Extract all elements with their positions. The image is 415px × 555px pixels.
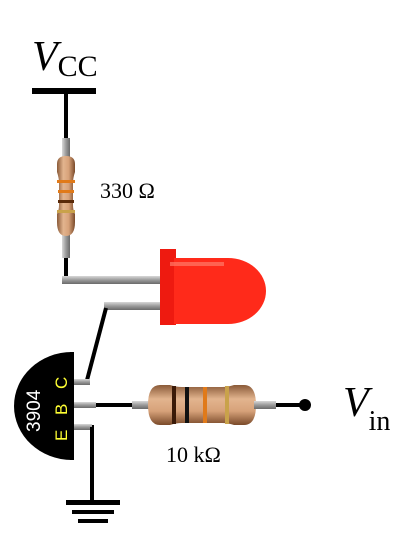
resistor-base-band-1 bbox=[172, 386, 176, 424]
ground-line-2 bbox=[72, 510, 114, 514]
resistor-top-band-1 bbox=[57, 180, 75, 183]
transistor-flat-face bbox=[70, 352, 74, 460]
resistor-base-band-3 bbox=[203, 387, 207, 423]
transistor-pin-c: C bbox=[52, 377, 71, 389]
resistor-base-lead-left bbox=[132, 401, 152, 409]
led-highlight bbox=[170, 262, 224, 266]
ground-line-1 bbox=[66, 500, 120, 505]
emitter-lead bbox=[74, 424, 92, 430]
vin-label: Vin bbox=[343, 380, 390, 437]
resistor-top-band-3 bbox=[58, 200, 74, 203]
resistor-base-band-4 bbox=[225, 386, 229, 424]
vcc-label: VCC bbox=[32, 34, 98, 83]
transistor-pin-e: E bbox=[52, 430, 71, 441]
collector-lead bbox=[74, 379, 90, 385]
base-lead bbox=[74, 402, 96, 408]
ground-line-3 bbox=[78, 519, 108, 523]
resistor-top-body bbox=[57, 156, 75, 236]
ground-symbol bbox=[66, 500, 120, 523]
resistor-top-lead-upper bbox=[62, 138, 70, 166]
resistor-330-ohm bbox=[57, 138, 75, 258]
led-anode-lead bbox=[62, 276, 162, 284]
resistor-base-band-2 bbox=[185, 387, 189, 423]
transistor-pin-b: B bbox=[52, 404, 71, 415]
resistor-top-band-4 bbox=[57, 210, 75, 213]
led-cathode-lead bbox=[104, 302, 162, 310]
red-led bbox=[160, 249, 266, 325]
resistor-top-band-2 bbox=[58, 190, 74, 193]
resistor-top-lead-lower bbox=[62, 226, 70, 258]
resistor-base-body bbox=[148, 385, 256, 425]
resistor-10k-ohm bbox=[148, 385, 256, 425]
resistor-10k-label: 10 kΩ bbox=[166, 442, 221, 467]
led-dome bbox=[174, 258, 266, 324]
led-rim bbox=[160, 249, 176, 325]
input-terminal bbox=[299, 399, 311, 411]
collector-wire bbox=[84, 307, 108, 385]
resistor-330-label: 330 Ω bbox=[100, 178, 155, 203]
transistor-body bbox=[14, 352, 72, 460]
transistor-part-number: 3904 bbox=[24, 389, 45, 432]
resistor-base-lead-right bbox=[254, 401, 276, 409]
vcc-supply-bar bbox=[32, 88, 96, 94]
